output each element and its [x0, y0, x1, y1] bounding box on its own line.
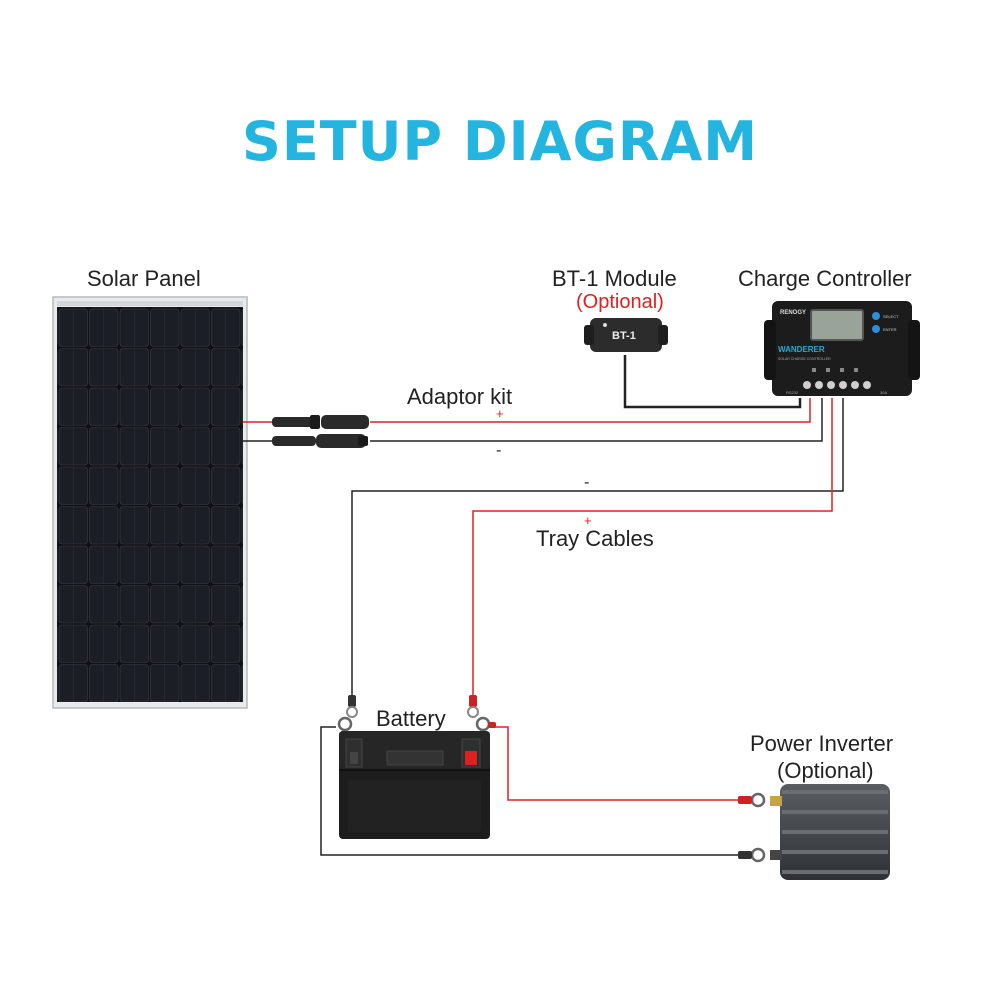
adaptor-kit-negative-wire	[243, 398, 823, 442]
battery	[339, 731, 490, 839]
charge-controller-label: Charge Controller	[738, 266, 912, 291]
inverter-optional-label: (Optional)	[777, 758, 874, 783]
adaptor-kit-minus-sign: -	[496, 442, 502, 459]
adaptor-kit-plus-sign: +	[496, 406, 504, 421]
tray-cable-negative	[351, 398, 844, 695]
controller-model: WANDERER	[778, 345, 825, 354]
bt1-cable	[623, 355, 802, 409]
solar-panel	[52, 296, 248, 709]
tray-cable-plus-sign: +	[584, 513, 592, 528]
battery-negative-terminal-lug	[337, 695, 358, 732]
solar-panel-label: Solar Panel	[87, 266, 201, 291]
tray-cable-positive	[472, 398, 833, 695]
controller-btn-select: SELECT	[883, 314, 899, 319]
bt1-device-label: BT-1	[612, 330, 636, 342]
page-title: SETUP DIAGRAM	[242, 110, 758, 173]
tray-cables-label: Tray Cables	[536, 526, 654, 551]
power-inverter-label: Power Inverter	[750, 731, 894, 756]
inverter-positive-wire	[492, 726, 738, 801]
battery-positive-terminal-lug	[467, 695, 496, 732]
bt1-optional-label: (Optional)	[576, 291, 664, 313]
adaptor-kit-label: Adaptor kit	[407, 384, 513, 409]
tray-cable-minus-sign: -	[584, 474, 590, 491]
controller-brand: RENOGY	[780, 310, 806, 316]
inverter-negative-wire	[320, 726, 738, 856]
bt1-module-label: BT-1 Module	[552, 266, 677, 291]
controller-port: RS232	[786, 390, 799, 395]
power-inverter	[738, 784, 890, 880]
charge-controller: RENOGY SELECT ENTER WANDERER SOLAR CHARG…	[764, 301, 920, 396]
bt1-module: BT-1	[584, 318, 668, 352]
adaptor-kit-positive-wire	[243, 398, 811, 423]
controller-subtitle: SOLAR CHARGE CONTROLLER	[778, 357, 831, 361]
controller-rating: 30A	[880, 390, 887, 395]
controller-btn-enter: ENTER	[883, 327, 897, 332]
battery-label: Battery	[376, 706, 446, 731]
mc4-connectors	[272, 415, 369, 448]
